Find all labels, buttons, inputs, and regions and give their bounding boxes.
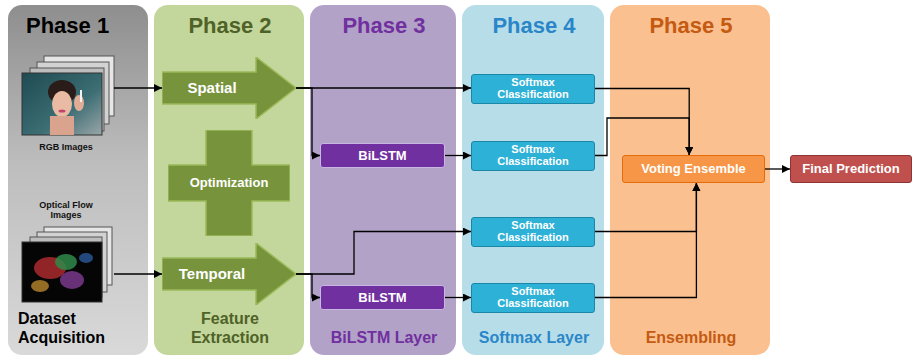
phase-title: Phase 3 (320, 13, 448, 39)
arrow-label: Temporal (179, 265, 245, 282)
neck (50, 116, 74, 135)
phase-title: Phase 1 (18, 13, 140, 39)
feature-arrow: Spatial (162, 57, 296, 119)
box-label: Softmax Classification (490, 220, 576, 243)
phase-title: Phase 5 (620, 13, 762, 39)
prediction-box: Final Prediction (790, 155, 912, 183)
connector-arrow (595, 89, 689, 156)
hand (74, 95, 84, 111)
softmax-box: Softmax Classification (471, 217, 595, 247)
rgb-image-stack (22, 56, 114, 135)
lips (59, 110, 66, 113)
connector-arrow (765, 168, 790, 169)
cross-label: Optimization (190, 176, 269, 191)
softmax-box: Softmax Classification (471, 141, 595, 171)
shape-outline (162, 57, 296, 119)
phase-panel: Phase 2 Feature Extraction SpatialOptimiza… (154, 5, 304, 355)
rgb-photo (22, 73, 102, 135)
connector-arrow (296, 274, 320, 298)
flow-image (22, 242, 102, 302)
phase-panel: Phase 3 BiLSTM Layer BiLSTM BiLSTM (310, 5, 456, 355)
face (52, 91, 72, 117)
connector-arrow (296, 232, 471, 275)
connector-arrow (114, 273, 162, 274)
box-label: BiLSTM (358, 291, 406, 305)
phase-label: BiLSTM Layer (320, 329, 448, 347)
phase-title: Phase 4 (472, 13, 596, 39)
flow-blob (60, 271, 84, 289)
shape-outline (162, 243, 296, 305)
connector-arrow (296, 87, 471, 88)
phase-panel: Phase 5 Ensembling Voting Ensemble (610, 5, 770, 355)
flow-blob (79, 253, 93, 263)
box-label: Voting Ensemble (641, 162, 746, 176)
phase-label: Softmax Layer (472, 329, 596, 347)
phase-label: Dataset Acquisition (18, 310, 140, 347)
voting-box: Voting Ensemble (622, 155, 765, 183)
feature-arrow: Temporal (162, 243, 296, 305)
brush (80, 90, 82, 102)
image-label: Optical Flow Images (35, 200, 97, 221)
optimization-cross: Optimization (168, 130, 290, 236)
connector-arrow (595, 183, 696, 232)
connector-arrow (595, 118, 689, 156)
connector-arrow (445, 297, 471, 298)
arrow-label: Spatial (187, 79, 236, 96)
optical-flow-stack (22, 227, 112, 302)
softmax-box: Softmax Classification (471, 283, 595, 313)
phase-label: Ensembling (620, 329, 762, 347)
connector-arrow (114, 87, 162, 88)
phase-title: Phase 2 (164, 13, 296, 39)
box-label: Softmax Classification (490, 77, 576, 100)
softmax-box: Softmax Classification (471, 74, 595, 104)
bilstm-box: BiLSTM (320, 143, 445, 168)
flow-blob (31, 280, 49, 292)
box-label: Final Prediction (802, 162, 900, 176)
phase-label: Feature Extraction (164, 310, 296, 347)
connector-arrow (445, 155, 471, 156)
connector-arrow (595, 183, 696, 298)
image-label: RGB Images (39, 142, 93, 152)
box-label: Softmax Classification (490, 144, 576, 167)
connector-arrow (296, 88, 320, 156)
box-label: Softmax Classification (490, 286, 576, 309)
phase-panel: Phase 4 Softmax Layer Softmax Classificati… (462, 5, 604, 355)
shape-outline (168, 130, 290, 236)
bilstm-box: BiLSTM (320, 285, 445, 310)
flow-blob (55, 254, 77, 270)
box-label: BiLSTM (358, 149, 406, 163)
